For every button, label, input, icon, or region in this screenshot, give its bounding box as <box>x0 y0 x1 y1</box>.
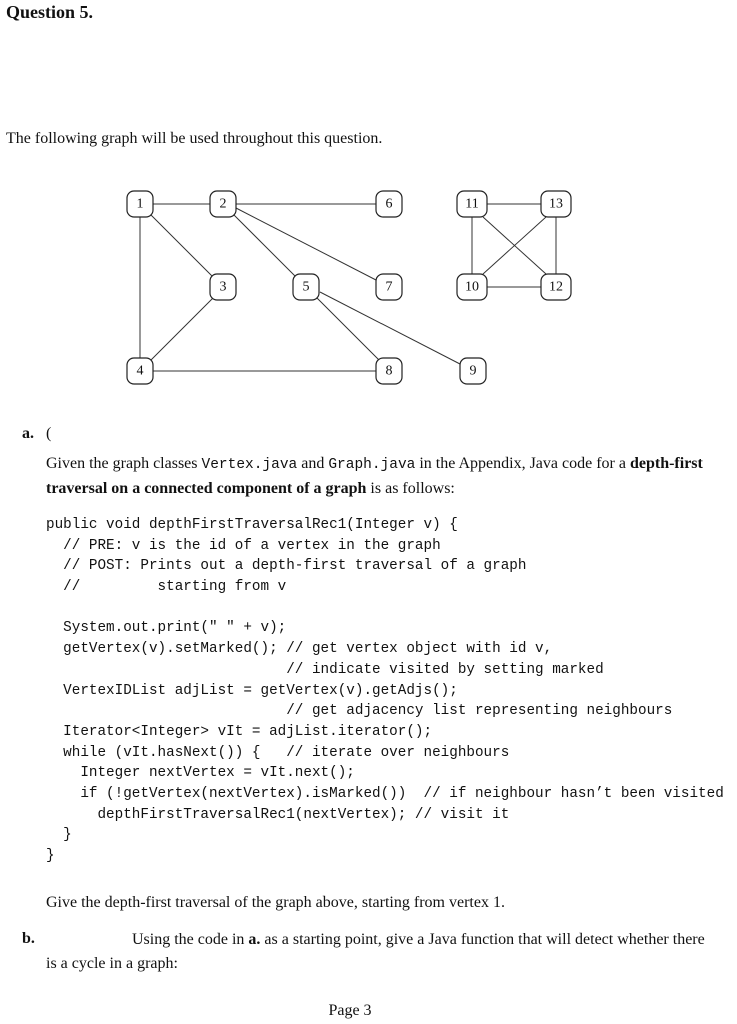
part-b-label: b. <box>22 930 35 947</box>
code-line: // POST: Prints out a depth-first traver… <box>46 558 527 575</box>
code-line: while (vIt.hasNext()) { // iterate over … <box>46 744 510 761</box>
part-b-text-bold: a. <box>248 931 261 948</box>
page-number: Page 3 <box>328 1002 372 1019</box>
part-a-paren: ( <box>46 425 52 442</box>
code-line: Iterator<Integer> vIt = adjList.iterator… <box>46 723 433 740</box>
part-b-text-segment: Using the code in <box>132 931 249 948</box>
graph-node-12: 12 <box>540 273 572 301</box>
svg-text:1: 1 <box>137 197 144 212</box>
code-line: System.out.print(" " + v); <box>46 620 287 637</box>
graph-node-5: 5 <box>292 273 320 301</box>
graph-node-1: 1 <box>126 190 154 218</box>
edge-5-9 <box>319 291 461 365</box>
part-a-intro-bold: depth-first traversal on a connected com… <box>46 455 703 497</box>
edge-2-7 <box>235 207 377 281</box>
graph-node-9: 9 <box>459 357 487 385</box>
code-line: // PRE: v is the id of a vertex in the g… <box>46 537 441 554</box>
code-line: if (!getVertex(nextVertex).isMarked()) /… <box>46 785 724 802</box>
part-a-intro-text: is as follows: <box>366 480 455 497</box>
svg-text:5: 5 <box>303 280 310 295</box>
part-a-intro-text: Given the graph classes <box>46 455 202 472</box>
graph-node-3: 3 <box>209 273 237 301</box>
part-a-question: Give the depth-first traversal of the gr… <box>46 894 505 911</box>
graph-diagram: 1 2 3 4 5 6 7 8 9 10 11 12 <box>126 190 572 385</box>
part-a-intro-text: and <box>297 455 329 472</box>
svg-text:12: 12 <box>549 280 563 295</box>
code-listing: public void depthFirstTraversalRec1(Inte… <box>46 515 724 867</box>
graph-edges <box>139 203 557 372</box>
part-a-intro-text: in the Appendix, Java code for a <box>415 455 630 472</box>
svg-text:9: 9 <box>470 364 477 379</box>
svg-text:13: 13 <box>549 197 563 212</box>
code-line: // starting from v <box>46 579 287 596</box>
code-line: } <box>46 848 55 864</box>
edge-2-5 <box>232 213 298 279</box>
graph-file-name: Graph.java <box>328 457 416 473</box>
vertex-file-name: Vertex.java <box>201 457 298 473</box>
code-line: // indicate visited by setting marked <box>46 661 604 678</box>
part-b-text-segment: as a starting point, give a Java functio… <box>46 931 705 972</box>
svg-text:4: 4 <box>137 364 144 379</box>
svg-text:10: 10 <box>465 280 479 295</box>
graph-node-4: 4 <box>126 357 154 385</box>
graph-node-11: 11 <box>456 190 488 218</box>
svg-text:7: 7 <box>386 280 393 295</box>
part-b-text: Using the code in a. as a starting point… <box>46 928 716 976</box>
code-line: VertexIDList adjList = getVertex(v).getA… <box>46 682 458 699</box>
graph-node-10: 10 <box>456 273 488 301</box>
svg-text:3: 3 <box>220 280 227 295</box>
graph-node-7: 7 <box>375 273 403 301</box>
intro-text: The following graph will be used through… <box>6 130 383 147</box>
graph-node-13: 13 <box>540 190 572 218</box>
code-line: getVertex(v).setMarked(); // get vertex … <box>46 641 553 658</box>
svg-text:8: 8 <box>386 364 393 379</box>
code-line <box>46 598 724 619</box>
code-line: public void depthFirstTraversalRec1(Inte… <box>46 517 458 533</box>
edge-3-4 <box>149 296 215 362</box>
graph-node-2: 2 <box>209 190 237 218</box>
edge-5-8 <box>315 296 381 362</box>
code-line: Integer nextVertex = vIt.next(); <box>46 765 355 782</box>
question-title: Question 5. <box>6 2 94 22</box>
part-a-label: a. <box>22 425 34 442</box>
svg-text:11: 11 <box>465 197 478 212</box>
graph-node-8: 8 <box>375 357 403 385</box>
code-line: } <box>46 827 72 844</box>
code-line: // get adjacency list representing neigh… <box>46 703 673 720</box>
svg-text:2: 2 <box>220 197 227 212</box>
edge-13-10 <box>482 216 547 275</box>
edge-1-3 <box>149 213 215 279</box>
code-line: depthFirstTraversalRec1(nextVertex); // … <box>46 806 510 823</box>
part-a-intro: Given the graph classes Vertex.java and … <box>46 452 716 501</box>
graph-node-6: 6 <box>375 190 403 218</box>
svg-text:6: 6 <box>386 197 393 212</box>
